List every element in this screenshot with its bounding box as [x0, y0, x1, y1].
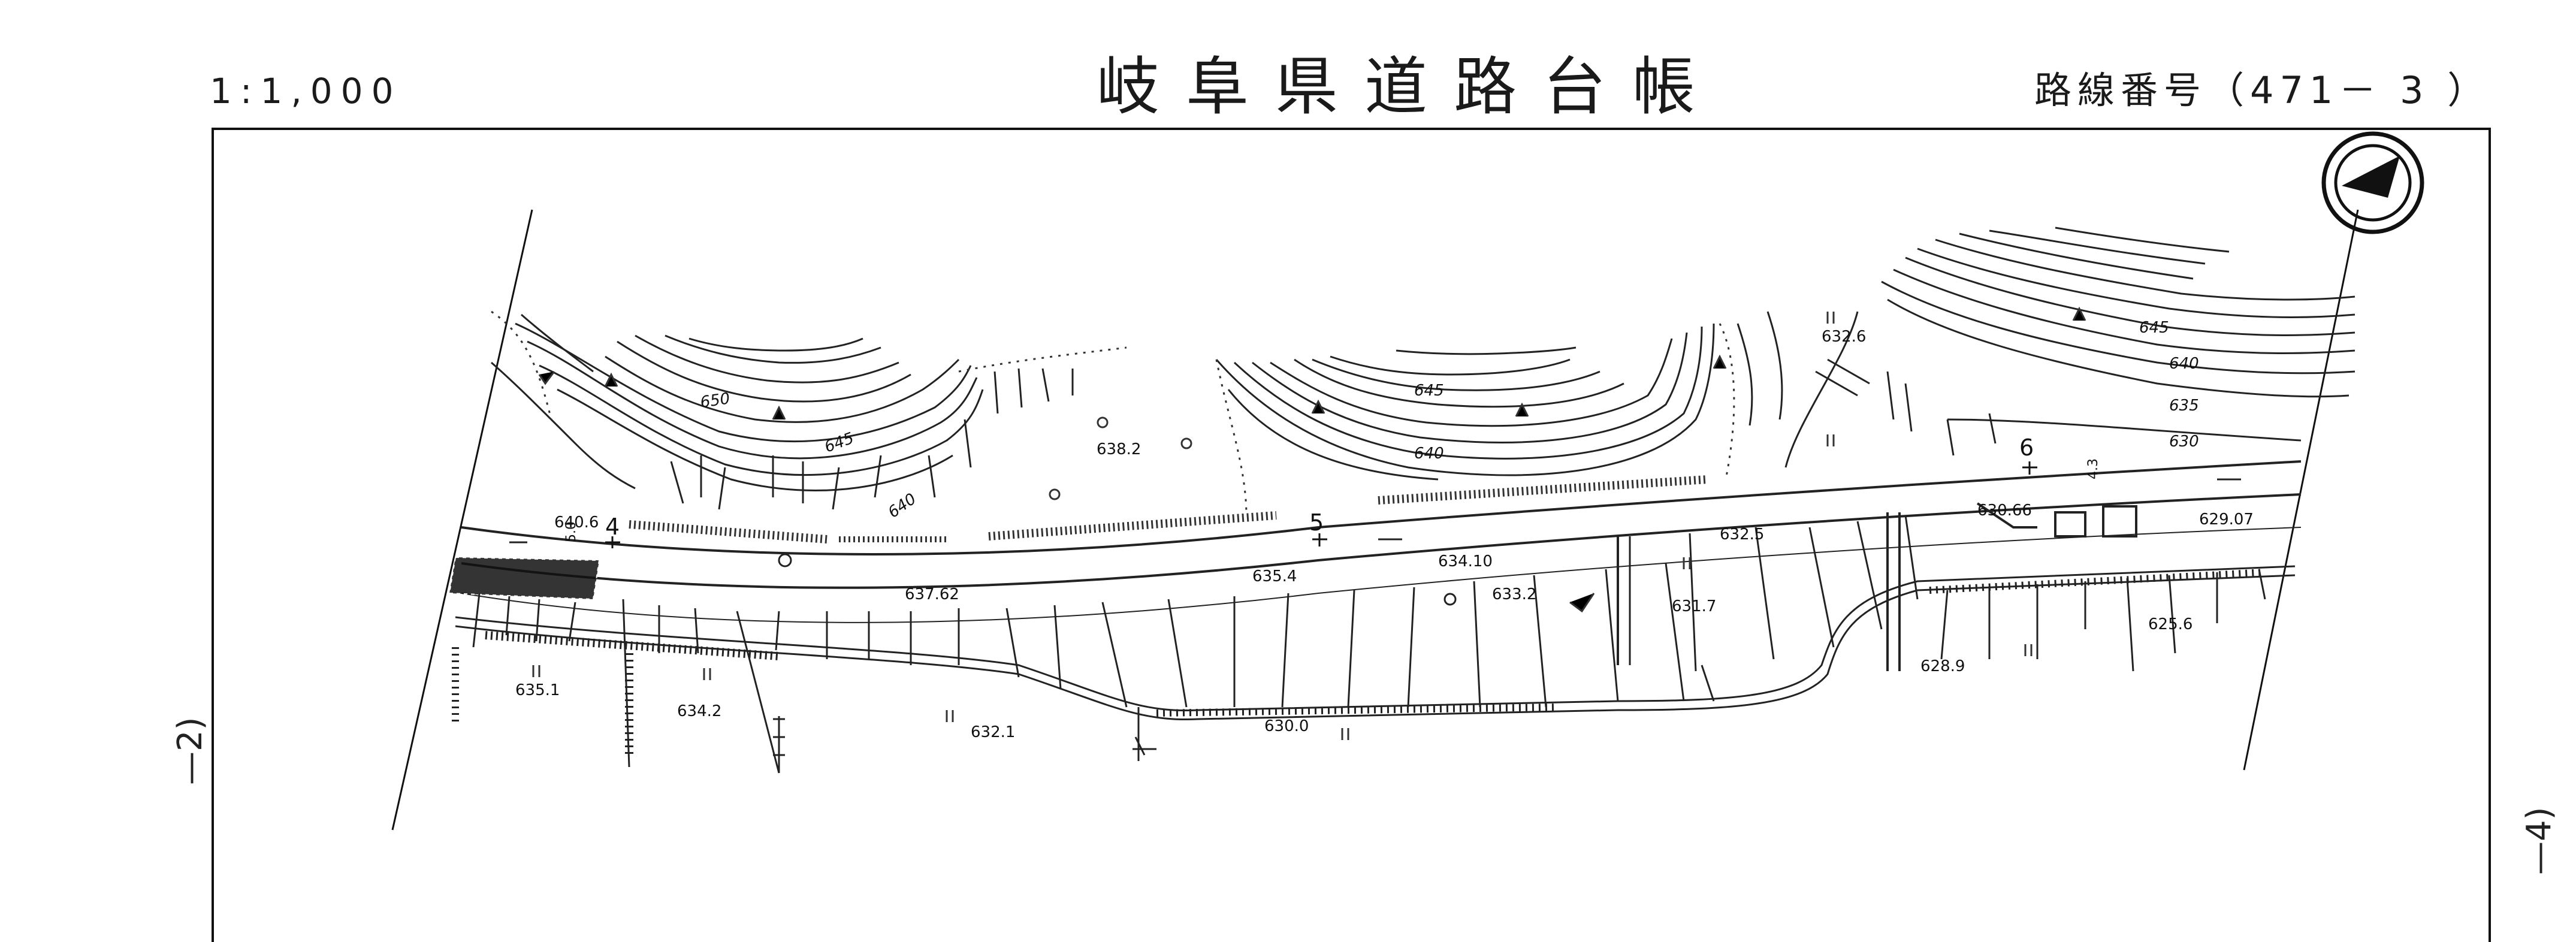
contour-label: 645	[822, 429, 856, 456]
spot-elevation: 634.10	[1438, 552, 1493, 570]
contours-middle	[1215, 311, 1783, 481]
retaining-wall	[448, 556, 600, 600]
width-mark: 5.0	[564, 521, 579, 542]
contour-label: 645	[1414, 382, 1444, 400]
spot-elevation: 635.1	[515, 681, 560, 699]
spot-elevation: 632.6	[1822, 328, 1866, 346]
map-frame	[212, 128, 2491, 942]
guardrail-hatching	[629, 475, 1708, 544]
spot-elevation: 635.4	[1252, 567, 1297, 585]
contour-label: 640	[885, 490, 920, 522]
spot-elevation: 632.1	[971, 723, 1015, 741]
station-mark: 5	[1309, 509, 1324, 536]
sheet-boundary-right	[2243, 209, 2359, 771]
station-mark: 4	[605, 514, 620, 540]
sheet-boundary-left	[391, 209, 533, 831]
contour-label: 640	[1414, 445, 1444, 463]
contours-left	[491, 313, 984, 491]
contour-label: 635	[2169, 397, 2199, 415]
route-number: 路線番号（471－ 3 ）	[2034, 68, 2491, 112]
road-center	[509, 478, 2241, 606]
contour-label: 640	[2169, 355, 2199, 373]
spot-elevation: 632.5	[1720, 526, 1764, 544]
spot-elevation: 637.62	[905, 585, 959, 603]
contour-label: 650	[699, 390, 731, 412]
page-title: 岐阜県道路台帳	[1097, 50, 1722, 123]
road-edges	[461, 460, 2302, 623]
station-mark: 6	[2019, 434, 2034, 461]
spot-elevation: 629.07	[2199, 511, 2254, 529]
vegetation-symbols	[532, 306, 2086, 740]
scale-label: 1:1,000	[210, 71, 402, 111]
buildings	[1617, 502, 2137, 671]
spot-elevation: 628.9	[1920, 657, 1965, 675]
slope-comb	[452, 569, 2266, 755]
spot-elevation: 634.2	[677, 702, 721, 720]
contour-label: 630	[2169, 433, 2199, 451]
spot-elevation: 640.6	[554, 514, 599, 532]
station-marks: 4 5 6 5.0 4.3	[564, 434, 2101, 548]
spot-elevation: 633.2	[1492, 585, 1536, 603]
spot-elevation: 625.6	[2148, 615, 2193, 633]
contours-right	[1784, 227, 2355, 468]
slope-ticks	[472, 563, 2266, 774]
slope-ticks-upper	[670, 358, 1997, 672]
boundary-dotted	[491, 310, 1735, 516]
width-mark: 4.3	[2086, 458, 2101, 479]
contour-label: 645	[2139, 319, 2169, 337]
spot-elevation: 638.2	[1097, 440, 1141, 458]
spot-elevation: 630.0	[1264, 717, 1309, 735]
spot-elevations: 640.6 638.2 637.62 635.4 634.10 633.2 63…	[515, 328, 2254, 741]
spot-elevation: 630.66	[1977, 502, 2032, 520]
embankment-lower	[455, 565, 2296, 721]
north-arrow-icon	[2321, 131, 2424, 234]
spot-elevation: 631.7	[1672, 597, 1716, 615]
